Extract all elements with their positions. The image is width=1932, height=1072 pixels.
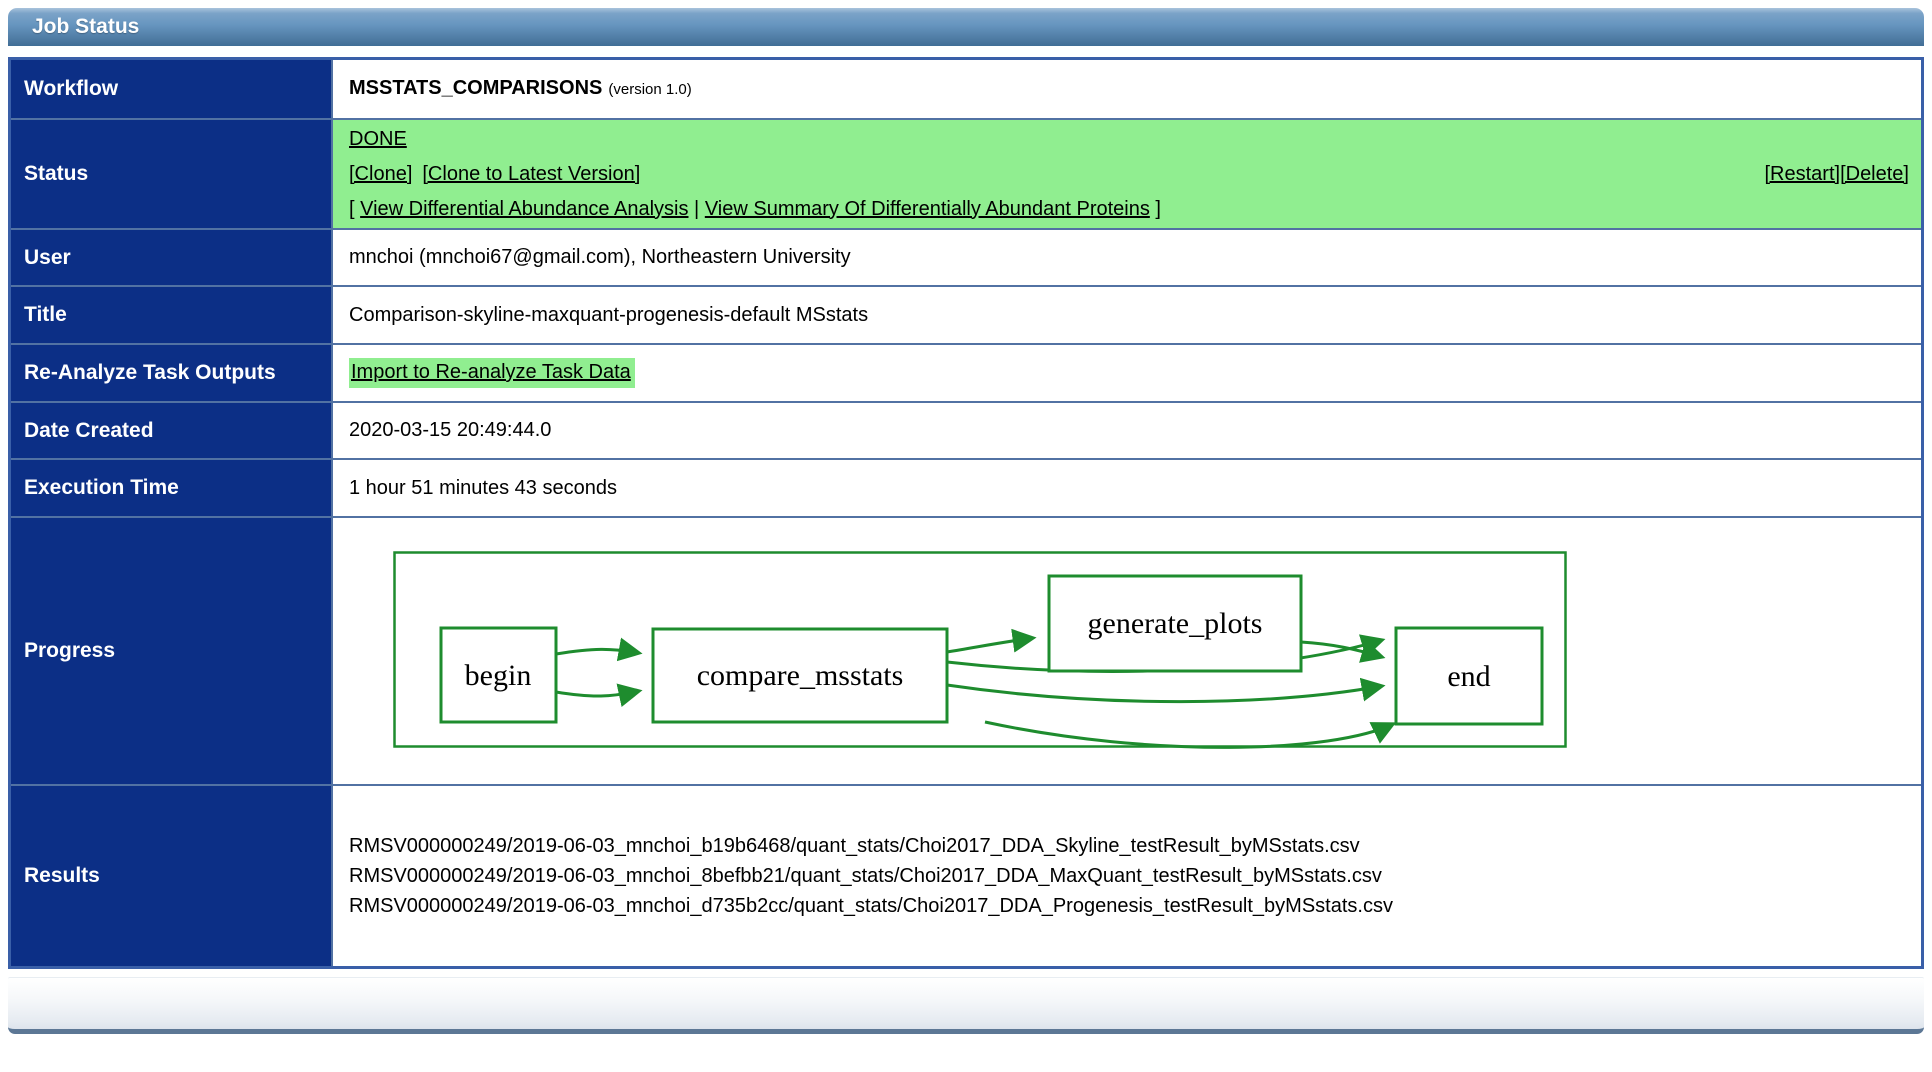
row-label-progress: Progress xyxy=(11,518,333,784)
restart-delete-group: [Restart][Delete] xyxy=(1764,158,1909,191)
view-summary-link[interactable]: View Summary Of Differentially Abundant … xyxy=(704,197,1150,220)
workflow-value-cell: MSSTATS_COMPARISONS (version 1.0) xyxy=(333,60,1921,118)
results-value-cell: RMSV000000249/2019-06-03_mnchoi_b19b6468… xyxy=(333,786,1921,966)
edge-compare-end-bottom xyxy=(984,720,1397,749)
table-row-user: User mnchoi (mnchoi67@gmail.com), Northe… xyxy=(11,230,1921,287)
table-row-progress: Progress xyxy=(11,518,1921,786)
workflow-version: (version 1.0) xyxy=(608,81,692,98)
restart-link[interactable]: [Restart] xyxy=(1764,162,1841,185)
node-end-box xyxy=(1394,626,1544,726)
job-status-table: Workflow MSSTATS_COMPARISONS (version 1.0… xyxy=(8,57,1924,969)
execution-time-value: 1 hour 51 minutes 43 seconds xyxy=(333,460,1921,516)
diagram-frame xyxy=(393,551,1567,748)
date-created-value: 2020-03-15 20:49:44.0 xyxy=(333,403,1921,458)
node-end-label: end xyxy=(1447,660,1490,693)
row-label-status: Status xyxy=(11,120,333,228)
clone-links-group: [Clone] [Clone to Latest Version] xyxy=(349,158,640,191)
result-file-path: RMSV000000249/2019-06-03_mnchoi_b19b6468… xyxy=(349,835,1360,857)
table-row-reanalyze: Re-Analyze Task Outputs Import to Re-ana… xyxy=(11,345,1921,403)
table-row-date-created: Date Created 2020-03-15 20:49:44.0 xyxy=(11,403,1921,460)
node-generate-plots-label: generate_plots xyxy=(1088,607,1263,640)
footer-bar xyxy=(8,977,1924,1034)
edge-compare-generateplots xyxy=(946,628,1037,654)
row-label-title: Title xyxy=(11,287,333,343)
edge-generateplots-end xyxy=(1300,639,1386,663)
clone-link[interactable]: [Clone] xyxy=(349,162,413,185)
pipe-separator: | xyxy=(694,197,700,220)
row-label-results: Results xyxy=(11,786,333,966)
row-label-execution-time: Execution Time xyxy=(11,460,333,516)
row-label-user: User xyxy=(11,230,333,285)
workflow-diagram: begin compare_msstats generate_plots end xyxy=(393,551,1567,749)
status-value-cell: DONE [Clone] [Clone to Latest Version] [R… xyxy=(333,120,1921,228)
table-row-results: Results RMSV000000249/2019-06-03_mnchoi_… xyxy=(11,786,1921,966)
clone-latest-link[interactable]: [Clone to Latest Version] xyxy=(422,162,641,185)
done-status-link[interactable]: DONE xyxy=(349,127,407,150)
reanalyze-value-cell: Import to Re-analyze Task Data xyxy=(333,345,1921,401)
row-label-workflow: Workflow xyxy=(11,60,333,118)
progress-value-cell: begin compare_msstats generate_plots end xyxy=(333,518,1921,784)
node-generate-plots-box xyxy=(1047,574,1303,673)
edge-begin-compare-2 xyxy=(555,683,643,708)
node-begin-box xyxy=(439,626,558,724)
job-status-page: Job Status Workflow MSSTATS_COMPARISONS (… xyxy=(8,8,1924,1034)
page-title: Job Status xyxy=(32,15,140,38)
workflow-name: MSSTATS_COMPARISONS xyxy=(349,77,603,99)
result-file-path: RMSV000000249/2019-06-03_mnchoi_8befbb21… xyxy=(349,865,1382,887)
table-row-workflow: Workflow MSSTATS_COMPARISONS (version 1.0… xyxy=(11,60,1921,120)
user-value: mnchoi (mnchoi67@gmail.com), Northeaster… xyxy=(333,230,1921,285)
edge-compare-end-middle xyxy=(946,677,1386,704)
row-label-reanalyze: Re-Analyze Task Outputs xyxy=(11,345,333,401)
edge-begin-compare-1 xyxy=(555,637,643,662)
bracket-open: [ xyxy=(349,197,355,220)
job-status-header: Job Status xyxy=(8,8,1924,46)
delete-link[interactable]: [Delete] xyxy=(1840,162,1909,185)
import-reanalyze-link[interactable]: Import to Re-analyze Task Data xyxy=(349,358,635,388)
view-differential-abundance-link[interactable]: View Differential Abundance Analysis xyxy=(360,197,689,220)
title-value: Comparison-skyline-maxquant-progenesis-d… xyxy=(333,287,1921,343)
result-file-path: RMSV000000249/2019-06-03_mnchoi_d735b2cc… xyxy=(349,895,1393,917)
row-label-date-created: Date Created xyxy=(11,403,333,458)
node-begin-label: begin xyxy=(465,659,532,692)
table-row-title: Title Comparison-skyline-maxquant-progen… xyxy=(11,287,1921,345)
node-compare-msstats-label: compare_msstats xyxy=(697,659,904,692)
node-compare-msstats-box xyxy=(651,627,949,724)
bracket-close: ] xyxy=(1155,197,1161,220)
table-row-execution-time: Execution Time 1 hour 51 minutes 43 seco… xyxy=(11,460,1921,518)
table-row-status: Status DONE [Clone] [Clone to Latest Vers… xyxy=(11,120,1921,230)
